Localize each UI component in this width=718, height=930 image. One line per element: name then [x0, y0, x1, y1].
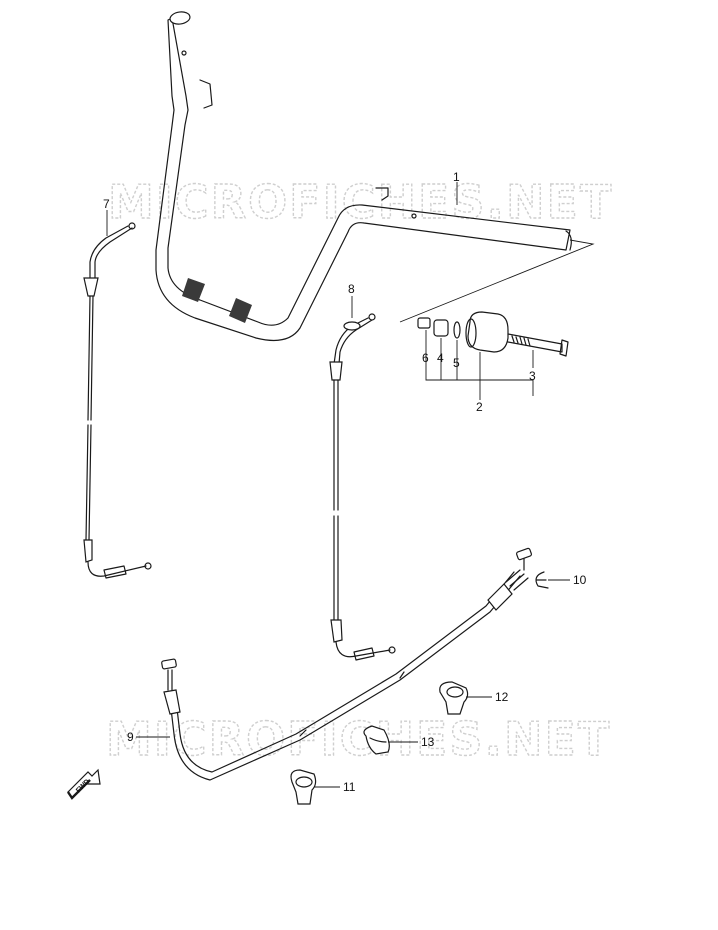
callout-13: 13 [421, 735, 435, 749]
collar-part-4 [433, 319, 449, 337]
fwd-arrow-icon: FWD [67, 768, 101, 800]
clamp-part-11 [290, 769, 340, 805]
callout-5: 5 [453, 356, 460, 370]
washer-part-5 [453, 321, 461, 339]
callout-4: 4 [437, 351, 444, 365]
clip-part-10 [535, 571, 570, 589]
clamp-part-12 [439, 681, 492, 715]
bar-end-assembly [417, 311, 569, 400]
screw-part-3 [507, 333, 569, 357]
callout-8: 8 [348, 282, 355, 296]
callout-2: 2 [476, 400, 483, 414]
callout-10: 10 [573, 573, 587, 587]
callout-12: 12 [495, 690, 509, 704]
callout-6: 6 [422, 351, 429, 365]
callout-9: 9 [127, 730, 134, 744]
cable-part-9 [161, 547, 532, 781]
cable-part-8 [329, 313, 396, 661]
watermark-top: MICROFICHES.NET [108, 175, 613, 229]
nut-part-6 [417, 317, 431, 329]
watermark-bottom: MICROFICHES.NET [106, 712, 611, 766]
handlebar-part-1 [155, 11, 595, 341]
callout-1: 1 [453, 170, 460, 184]
weight-part-2 [467, 311, 509, 353]
callout-7: 7 [103, 197, 110, 211]
callout-3: 3 [529, 369, 536, 383]
cable-part-7 [83, 222, 152, 579]
band-part-13 [363, 725, 418, 755]
callout-11: 11 [343, 780, 356, 794]
